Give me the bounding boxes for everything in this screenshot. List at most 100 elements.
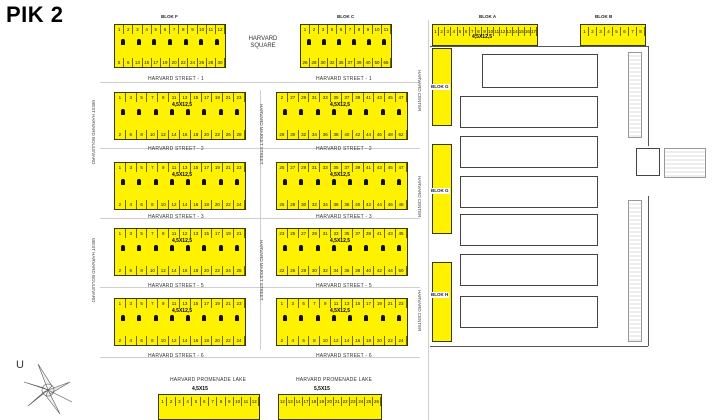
building [460,214,598,246]
tree-icon [136,39,141,45]
tree-icon [169,179,174,185]
tree-icon [315,109,320,115]
tree-icon [331,315,336,321]
lot-size-label: 4,5X12,5 [330,308,351,314]
street-label-6: HARVARD STREET - 6 [316,353,372,359]
lot-block-h-strip[interactable] [432,262,452,342]
tree-icon [218,245,223,251]
tree-icon [299,179,304,185]
block-label: BLOK B [594,14,614,20]
tree-icon [396,315,401,321]
tree-icon [186,109,191,115]
tree-icon [299,245,304,251]
tree-icon [186,245,191,251]
lot-size-label: 4,5X12,5 [172,238,193,244]
tree-icon [331,109,336,115]
building [460,296,598,328]
lot-size-label: 4,5X12,5 [330,238,351,244]
tree-icon [364,315,369,321]
street-label-3: HARVARD STREET - 3 [316,214,372,220]
tree-icon [396,109,401,115]
street-label-3: HARVARD STREET - 3 [148,214,204,220]
harvard-center-label: HARVARD CENTER [417,176,422,218]
tree-icon [153,179,158,185]
tree-row [277,315,407,321]
tree-icon [121,315,126,321]
compass-letter: U [16,359,24,371]
tree-icon [186,179,191,185]
tree-icon [299,315,304,321]
tree-row [277,109,407,115]
block-label: BLOK C [336,14,356,20]
tree-icon [331,245,336,251]
tree-icon [121,179,126,185]
tree-icon [396,245,401,251]
boulevard-label: WEST HARVARD BOULEVARD [91,100,96,165]
building [460,96,598,128]
tree-icon [348,179,353,185]
promenade-label: HARVARD PROMENADE LAKE [296,377,373,383]
tree-icon [218,109,223,115]
tree-icon [348,315,353,321]
tree-row [115,179,245,185]
building [482,54,598,88]
tree-icon [348,109,353,115]
tree-icon [380,245,385,251]
tree-icon [137,109,142,115]
tree-icon [315,315,320,321]
tree-icon [299,109,304,115]
tree-icon [234,109,239,115]
block-label: BLOK F [160,14,179,20]
lot-size-label: 4,5X12,5 [330,172,351,178]
tree-icon [153,109,158,115]
street-label-5: HARVARD STREET - 5 [148,283,204,289]
lot-size-label: 4,5X12,5 [172,172,193,178]
boundary-line [648,46,649,146]
harvard-center-label: HARVARD CENTER [417,290,422,332]
tree-icon [183,39,188,45]
market-street-label: HARVARD MARKET STREET [259,240,264,301]
tree-icon [202,109,207,115]
harvard-center-label: HARVARD CENTER [417,70,422,112]
compass-rose-icon: U [16,359,73,415]
tree-icon [364,245,369,251]
tree-icon [153,245,158,251]
tree-row [301,39,391,45]
block-label: BLOK G [430,84,450,90]
tree-icon [396,179,401,185]
road-line [100,82,420,83]
tree-icon [366,39,371,45]
boundary-line [648,196,649,346]
tree-icon [137,245,142,251]
tree-icon [306,39,311,45]
tree-icon [202,179,207,185]
tree-icon [315,245,320,251]
tree-icon [186,315,191,321]
tree-icon [121,245,126,251]
